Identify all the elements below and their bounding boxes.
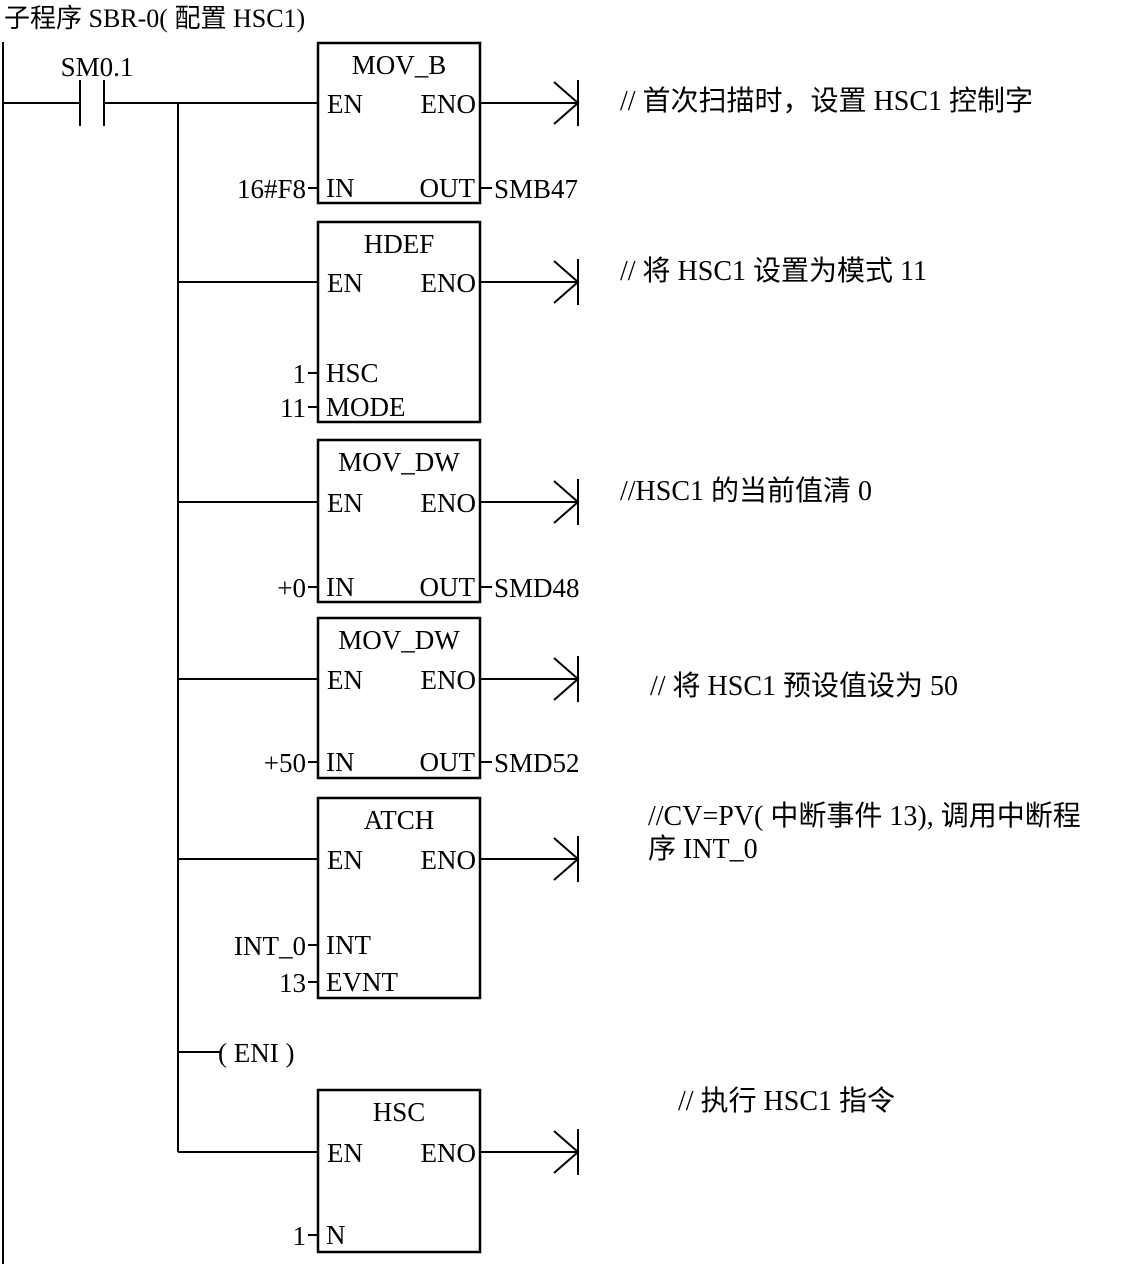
output-operand: SMB47: [494, 174, 578, 204]
eno-label: ENO: [421, 845, 477, 875]
eno-label: ENO: [421, 665, 477, 695]
en-label: EN: [327, 665, 363, 695]
en-label: EN: [327, 488, 363, 518]
block-mov-b-0[interactable]: MOV_B EN ENO IN 16#F8 OUT SMB47 // 首次扫描时，设置 HSC…: [178, 41, 1033, 205]
diagram-title: 子程序 SBR-0( 配置 HSC1): [4, 4, 305, 33]
block-name: MOV_DW: [338, 447, 460, 477]
block-name: MOV_DW: [338, 625, 460, 655]
eno-label: ENO: [421, 89, 477, 119]
input-pin-label: IN: [326, 572, 355, 602]
block-comment: // 将 HSC1 设置为模式 11: [620, 255, 927, 287]
eni-coil[interactable]: ( ENI ): [178, 1038, 294, 1068]
input-operand: 1: [293, 359, 307, 389]
block-frame: [316, 796, 482, 1000]
input-operand: 11: [280, 393, 306, 423]
input-operand: 1: [293, 1221, 307, 1251]
en-label: EN: [327, 1138, 363, 1168]
input-pin-label: N: [326, 1220, 346, 1250]
eno-label: ENO: [421, 268, 477, 298]
output-operand: SMD52: [494, 748, 580, 778]
input-operand: 16#F8: [237, 174, 306, 204]
block-frame: [316, 1088, 482, 1254]
contact-sm0-1[interactable]: SM0.1: [3, 52, 178, 126]
eni-label: ( ENI ): [218, 1038, 294, 1068]
eno-label: ENO: [421, 1138, 477, 1168]
block-frame: [316, 616, 482, 780]
input-operand: INT_0: [234, 931, 306, 961]
en-label: EN: [327, 845, 363, 875]
block-name: HDEF: [364, 229, 435, 259]
block-comment: // 首次扫描时，设置 HSC1 控制字: [620, 85, 1033, 117]
block-comment: // 执行 HSC1 指令: [678, 1085, 895, 1117]
output-pin-label: OUT: [420, 173, 476, 203]
en-label: EN: [327, 268, 363, 298]
block-comment: //HSC1 的当前值清 0: [620, 475, 872, 507]
contact-label: SM0.1: [61, 52, 134, 82]
block-comment: // 将 HSC1 预设值设为 50: [650, 670, 958, 702]
block-name: MOV_B: [352, 50, 447, 80]
block-name: HSC: [373, 1097, 426, 1127]
block-mov-dw-2[interactable]: MOV_DW EN ENO IN +0 OUT SMD48 //HSC1 的当前值清 0: [178, 438, 872, 604]
output-pin-label: OUT: [420, 747, 476, 777]
block-name: ATCH: [364, 805, 435, 835]
input-operand: +0: [277, 573, 306, 603]
block-hsc-5[interactable]: HSC EN ENO N1 // 执行 HSC1 指令: [178, 1085, 895, 1254]
output-pin-label: OUT: [420, 572, 476, 602]
input-operand: +50: [264, 748, 306, 778]
block-frame: [316, 438, 482, 604]
input-operand: 13: [279, 968, 306, 998]
block-comment: 序 INT_0: [648, 833, 758, 865]
en-label: EN: [327, 89, 363, 119]
block-comment: //CV=PV( 中断事件 13), 调用中断程: [648, 800, 1081, 832]
eno-label: ENO: [421, 488, 477, 518]
block-frame: [316, 41, 482, 205]
block-frame: [316, 220, 482, 424]
block-mov-dw-3[interactable]: MOV_DW EN ENO IN +50 OUT SMD52 // 将 HSC1 预设值设为 …: [178, 616, 958, 780]
input-pin-label: MODE: [326, 392, 406, 422]
output-operand: SMD48: [494, 573, 580, 603]
input-pin-label: HSC: [326, 358, 379, 388]
input-pin-label: INT: [326, 930, 371, 960]
input-pin-label: IN: [326, 173, 355, 203]
input-pin-label: IN: [326, 747, 355, 777]
input-pin-label: EVNT: [326, 967, 398, 997]
